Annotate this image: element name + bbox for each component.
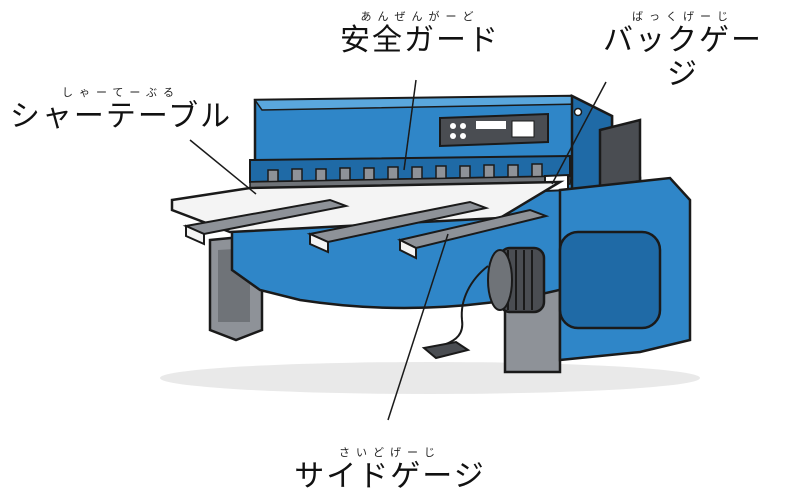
floor-shadow: [160, 362, 700, 394]
panel-button-icon: [450, 133, 456, 139]
leader-lines: [189, 79, 607, 421]
label-shear-table: しゃーてーぶる シャーテーブル: [6, 86, 236, 134]
label-shear-table-ruby: しゃーてーぶる: [62, 86, 180, 99]
leader-shear-table: [189, 139, 257, 195]
panel-button-icon: [450, 123, 456, 129]
label-back-gauge-ruby: ばっくげーじ: [632, 10, 734, 23]
label-shear-table-text: シャーテーブル: [9, 99, 233, 134]
label-safety-guard-ruby: あんぜんがーど: [360, 10, 480, 23]
label-side-gauge-ruby: さいどげーじ: [339, 446, 441, 459]
panel-display: [476, 121, 506, 129]
label-back-gauge-text: バックゲージ: [603, 23, 763, 92]
table-arms: [182, 198, 550, 260]
label-side-gauge: さいどげーじ サイドゲージ: [270, 446, 510, 494]
leader-back-gauge: [551, 81, 607, 185]
panel-switch: [511, 120, 535, 138]
label-safety-guard: あんぜんがーど 安全ガード: [340, 10, 500, 58]
panel-button-icon: [460, 123, 466, 129]
label-safety-guard-text: 安全ガード: [340, 23, 500, 58]
indicator-lamp-icon: [573, 107, 583, 117]
pedal-cable: [445, 265, 489, 345]
label-side-gauge-text: サイドゲージ: [294, 459, 486, 494]
foot-pedal: [421, 340, 471, 360]
leader-safety-guard: [403, 79, 417, 171]
flywheel-cover: [558, 230, 662, 330]
leader-side-gauge: [387, 233, 449, 421]
panel-button-icon: [460, 133, 466, 139]
control-panel: [439, 112, 549, 148]
pulley: [487, 246, 546, 314]
label-back-gauge: ばっくげーじ バックゲージ: [588, 10, 778, 92]
